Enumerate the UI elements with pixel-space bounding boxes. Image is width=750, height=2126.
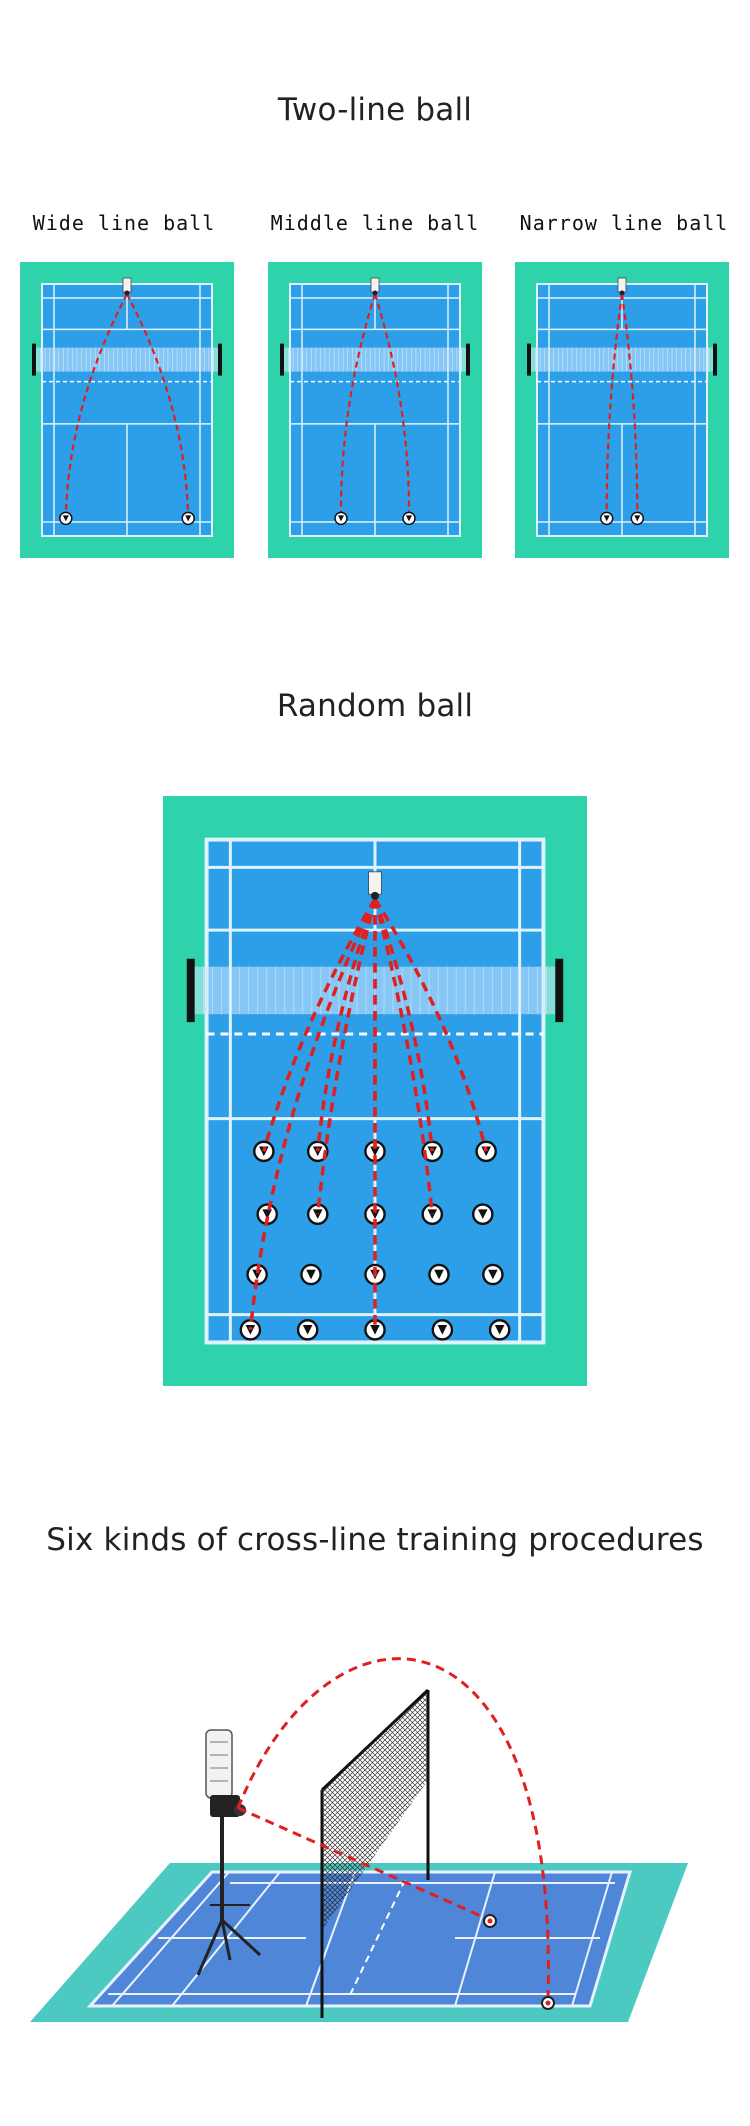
wide-line-court-diagram [20, 262, 234, 558]
ball-trajectory [315, 898, 377, 1215]
random-ball-title: Random ball [276, 688, 474, 724]
narrow-line-court-diagram [515, 262, 729, 558]
ball-trajectory [373, 293, 411, 519]
cross-line-title: Six kinds of cross-line training procedu… [46, 1522, 704, 1558]
shuttlecock-marker-icon [334, 511, 348, 526]
two-line-ball-title: Two-line ball [277, 92, 473, 128]
ball-trajectory [373, 898, 488, 1152]
ball-trajectory [339, 293, 377, 519]
ball-trajectory [262, 898, 377, 1152]
ball-trajectory [373, 898, 435, 1215]
net-icon [320, 1688, 430, 2018]
ball-machine-icon [368, 871, 382, 900]
shuttlecock-marker-icon [428, 1263, 450, 1286]
ball-machine-icon [370, 277, 380, 296]
middle-line-ball-label: Middle line ball [270, 211, 480, 235]
ball-machine-icon [617, 277, 627, 296]
ball-trajectory [315, 898, 377, 1152]
shuttlecock-marker-icon [306, 1140, 329, 1163]
shuttlecock-marker-icon [488, 1319, 511, 1341]
ball-trajectory [620, 293, 639, 519]
shuttlecock-marker-icon [364, 1319, 386, 1341]
ball-machine-icon [122, 277, 132, 296]
shuttlecock-marker-icon [431, 1319, 454, 1341]
shuttlecock-marker-icon [181, 511, 195, 526]
shuttlecock-marker-icon [296, 1319, 319, 1341]
shuttlecock-marker-icon [306, 1203, 329, 1225]
shuttlecock-marker-icon [630, 511, 645, 526]
shuttlecock-marker-icon [599, 511, 614, 526]
shuttlecock-marker-icon [402, 511, 416, 526]
random-ball-court-diagram [163, 796, 587, 1386]
long-trajectory [236, 1657, 550, 2001]
shuttlecock-marker-icon [483, 1914, 497, 1928]
shuttlecock-marker-icon [421, 1203, 444, 1225]
shuttlecock-marker-icon [300, 1263, 322, 1286]
shuttlecock-marker-icon [482, 1263, 504, 1286]
shuttlecock-marker-icon [471, 1203, 494, 1225]
ball-trajectory [248, 898, 377, 1331]
ball-trajectory [126, 293, 190, 519]
shuttlecock-marker-icon [541, 1996, 555, 2010]
wide-line-ball-label: Wide line ball [32, 211, 216, 235]
narrow-line-ball-label: Narrow line ball [519, 211, 729, 235]
short-trajectory [237, 1806, 491, 1922]
cross-line-perspective-diagram [30, 1657, 688, 2022]
ball-trajectory [64, 293, 128, 519]
middle-line-court-diagram [268, 262, 482, 558]
shuttlecock-marker-icon [59, 511, 73, 526]
ball-trajectory [373, 898, 435, 1152]
ball-trajectory [605, 293, 624, 519]
shuttlecock-marker-icon [239, 1319, 262, 1341]
